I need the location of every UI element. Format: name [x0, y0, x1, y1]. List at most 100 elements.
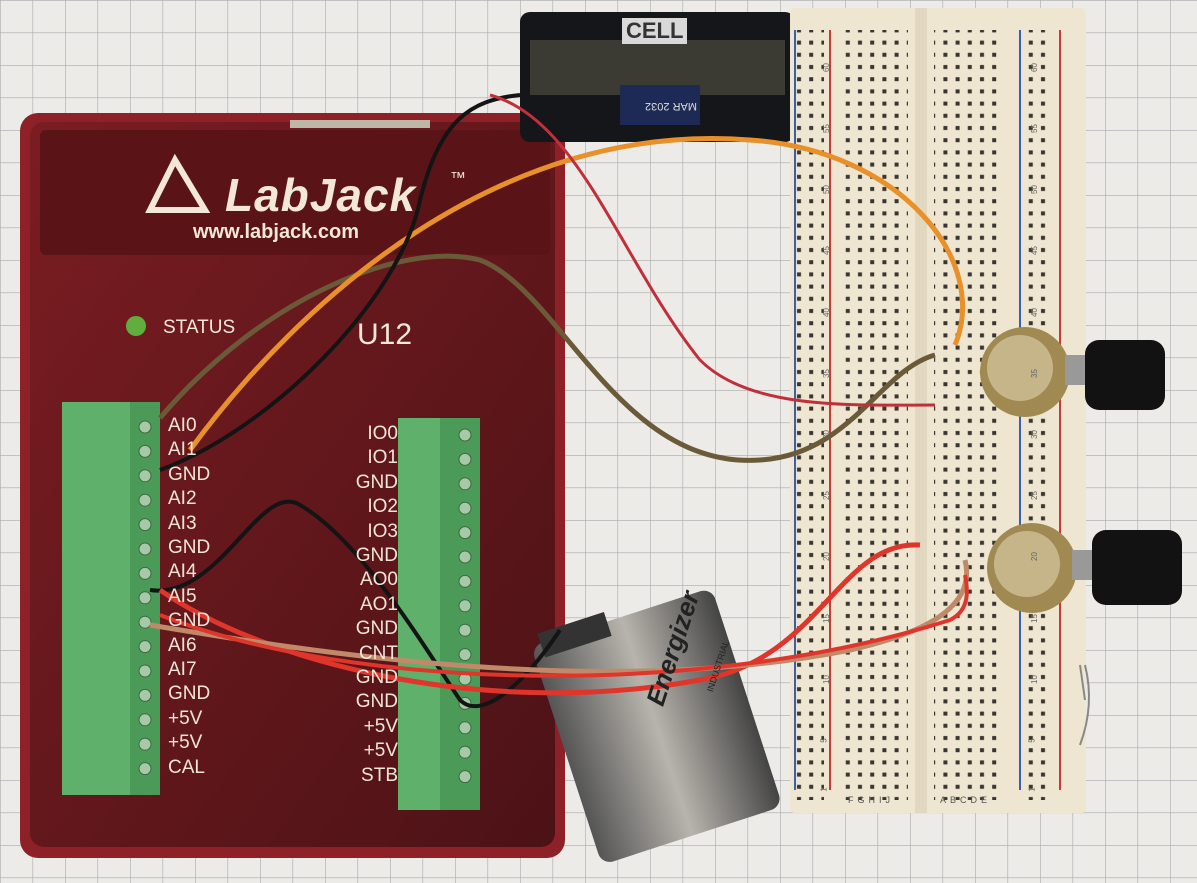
- aa-battery-holder: [520, 12, 795, 142]
- terminal-screw[interactable]: [138, 518, 152, 532]
- breadboard-row-number: 40: [821, 307, 831, 317]
- terminal-label: IO3: [367, 520, 398, 542]
- terminal-screw[interactable]: [458, 721, 472, 735]
- terminal-label: GND: [168, 537, 211, 558]
- terminal-screw[interactable]: [138, 444, 152, 458]
- terminal-screw[interactable]: [458, 648, 472, 662]
- terminal-label: +5V: [168, 707, 203, 729]
- breadboard-row-number: 1: [1027, 787, 1037, 792]
- terminal-label: AI1: [168, 439, 197, 461]
- battery-cell-text: MAR 2032: [645, 100, 697, 112]
- trademark: ™: [450, 170, 466, 187]
- wire-red-battery: [489, 93, 936, 407]
- terminal-screw[interactable]: [138, 469, 152, 483]
- breadboard-columns-right: ABCDE: [940, 795, 992, 805]
- breadboard-row-number: 35: [821, 368, 831, 378]
- potentiometer-bottom: [987, 523, 1182, 613]
- breadboard-row-number: 40: [1029, 307, 1039, 317]
- terminal-screw[interactable]: [458, 745, 472, 759]
- terminal-screw[interactable]: [138, 688, 152, 702]
- terminal-screw[interactable]: [138, 566, 152, 580]
- breadboard-row-number: 10: [821, 674, 831, 684]
- wire-red-2: [159, 574, 969, 678]
- breadboard-row-number: 25: [1029, 491, 1039, 501]
- battery-holder-brand: CELL: [622, 18, 688, 44]
- wire-black: [159, 93, 521, 472]
- usb-connector: [290, 120, 430, 128]
- breadboard-row-number: 20: [1029, 552, 1039, 562]
- terminal-label: STB: [361, 764, 398, 786]
- wire-orange: [187, 136, 966, 452]
- breadboard-row-number: 5: [819, 738, 829, 743]
- breadboard-row-number: 20: [821, 552, 831, 562]
- terminal-screw[interactable]: [138, 591, 152, 605]
- terminal-label: GND: [355, 691, 398, 713]
- terminal-screw[interactable]: [138, 664, 152, 678]
- terminal-label: AI3: [168, 512, 197, 534]
- terminal-label: GND: [355, 471, 398, 493]
- wire-black-9v: [149, 499, 562, 709]
- breadboard-row-number: 5: [1027, 738, 1037, 743]
- terminal-label: AI6: [168, 634, 197, 656]
- terminal-screw[interactable]: [138, 762, 152, 776]
- terminal-label: IO1: [367, 447, 398, 469]
- breadboard-row-number: 60: [1029, 62, 1039, 72]
- terminal-screw[interactable]: [138, 713, 152, 727]
- terminal-label: GND: [355, 667, 398, 688]
- terminal-label: GND: [168, 683, 211, 705]
- knob[interactable]: [1085, 340, 1165, 410]
- terminal-screw[interactable]: [138, 420, 152, 434]
- terminal-screw[interactable]: [458, 477, 472, 491]
- 9v-battery: [534, 590, 780, 862]
- terminal-label: +5V: [363, 715, 398, 737]
- breadboard-row-number: 1: [819, 787, 829, 792]
- terminal-screw[interactable]: [458, 770, 472, 784]
- terminal-screw[interactable]: [458, 526, 472, 540]
- breadboard-row-number: 60: [821, 62, 831, 72]
- terminal-screw[interactable]: [138, 542, 152, 556]
- breadboard-row-number: 15: [821, 613, 831, 623]
- terminal-label: AI5: [168, 585, 197, 607]
- terminal-label: AO1: [359, 593, 398, 615]
- breadboard-row-number: 35: [1029, 368, 1039, 378]
- terminal-label: +5V: [168, 732, 203, 754]
- breadboard: [790, 8, 1086, 813]
- labjack-url: www.labjack.com: [193, 221, 359, 243]
- resistor: [1079, 664, 1090, 746]
- breadboard-row-number: 10: [1029, 674, 1039, 684]
- status-led: [126, 316, 146, 336]
- terminal-screw[interactable]: [458, 501, 472, 515]
- terminal-label: AI0: [168, 415, 197, 436]
- terminal-label: GND: [355, 618, 398, 640]
- breadboard-row-number: 50: [821, 185, 831, 195]
- terminal-label: IO2: [367, 496, 398, 518]
- terminal-screw[interactable]: [138, 737, 152, 751]
- terminal-screw[interactable]: [458, 599, 472, 613]
- breadboard-row-number: 55: [821, 124, 831, 133]
- terminal-screw[interactable]: [138, 640, 152, 654]
- terminal-label: AI2: [168, 488, 197, 510]
- terminal-label: AI7: [168, 659, 197, 680]
- breadboard-row-number: 25: [821, 491, 831, 501]
- terminal-label: GND: [168, 610, 211, 632]
- labjack-logo-icon: [145, 153, 211, 213]
- breadboard-row-number: 15: [1029, 613, 1039, 623]
- breadboard-row-number: 55: [1029, 124, 1039, 133]
- terminal-screw[interactable]: [458, 623, 472, 637]
- potentiometer-top: [980, 327, 1165, 417]
- terminal-label: AI4: [168, 561, 197, 583]
- terminal-label: CNT: [358, 642, 398, 664]
- breadboard-row-number: 45: [1029, 246, 1039, 256]
- breadboard-row-number: 45: [821, 246, 831, 256]
- terminal-screw[interactable]: [138, 615, 152, 629]
- model-label: U12: [357, 318, 413, 351]
- status-label: STATUS: [163, 317, 236, 338]
- breadboard-row-number: 30: [821, 430, 831, 439]
- terminal-screw[interactable]: [458, 452, 472, 466]
- terminal-screw[interactable]: [458, 574, 472, 588]
- wire-olive: [158, 253, 936, 463]
- terminal-screw[interactable]: [458, 428, 472, 442]
- knob[interactable]: [1092, 530, 1182, 605]
- terminal-screw[interactable]: [458, 550, 472, 564]
- terminal-screw[interactable]: [138, 493, 152, 507]
